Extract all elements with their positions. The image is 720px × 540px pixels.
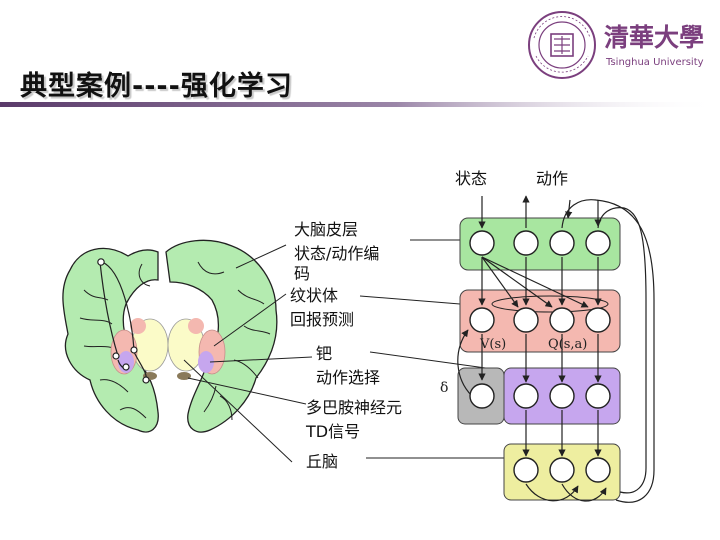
university-logo: 清華大學 Tsinghua University	[528, 11, 704, 79]
label-action: 动作	[536, 169, 568, 188]
neuron-nodes	[469, 230, 611, 483]
brain-section	[62, 239, 278, 433]
striatum-box	[459, 289, 621, 353]
logo-english-name: Tsinghua University	[605, 57, 704, 68]
label-striatum: 纹状体 回报预测	[290, 286, 355, 329]
svg-text:清華大學: 清華大學	[604, 23, 704, 52]
brain-left-hemisphere	[62, 247, 159, 433]
label-v-s: V(s)	[479, 337, 506, 352]
label-cortex: 大脑皮层 状态/动作编 码	[294, 220, 380, 283]
label-delta: δ	[440, 380, 448, 396]
label-q-sa: Q(s,a)	[548, 337, 587, 352]
cortex-box	[459, 217, 621, 271]
label-thalamus: 丘脑	[306, 452, 339, 471]
slide-title: 典型案例----强化学习	[20, 71, 293, 102]
schematic-connections	[457, 195, 655, 503]
label-dopamine: 多巴胺神经元 TD信号	[306, 398, 403, 441]
pallidum-right	[198, 351, 214, 373]
title-divider	[0, 102, 720, 107]
leader-lines	[183, 239, 504, 463]
label-pallidum: 钯 动作选择	[316, 344, 381, 387]
label-state: 状态	[455, 169, 487, 188]
